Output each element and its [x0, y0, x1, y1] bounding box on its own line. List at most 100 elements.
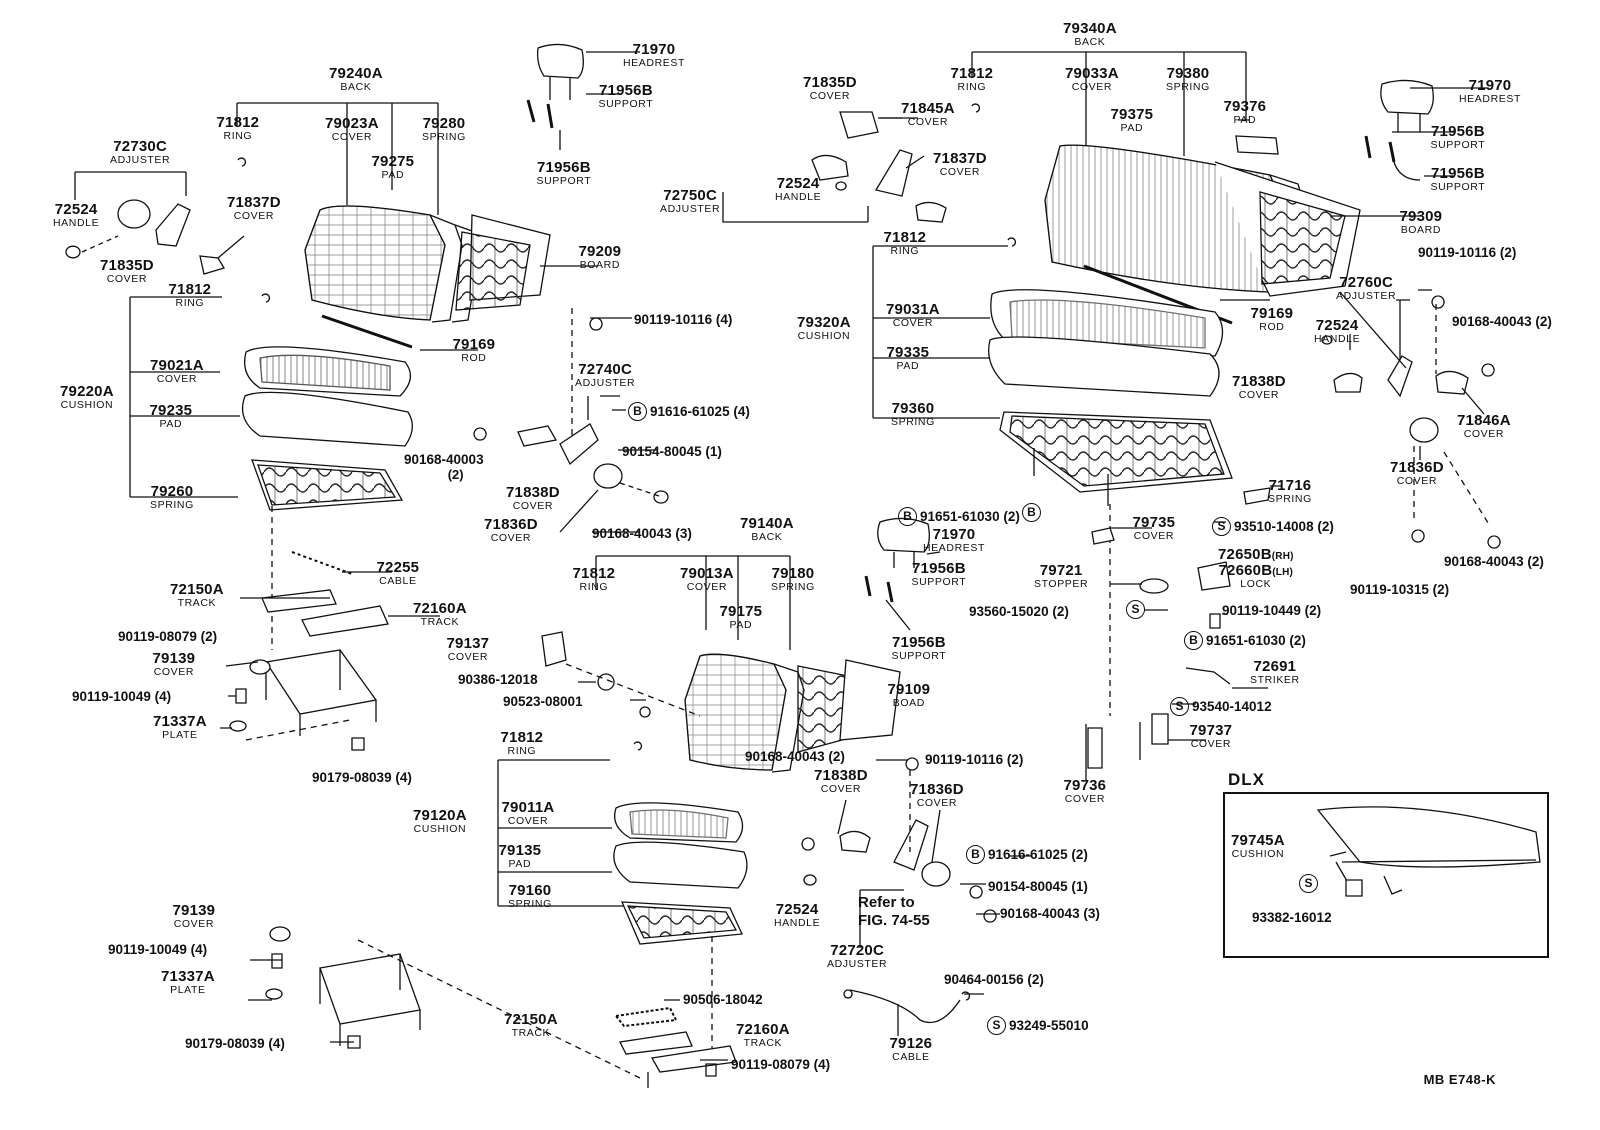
part-name: COVER	[173, 918, 215, 930]
part-number: 79011A	[501, 799, 555, 816]
part-name: ADJUSTER	[660, 203, 721, 215]
fastener-number: 90154-80045 (1)	[988, 879, 1088, 895]
part-number: 79736	[1063, 777, 1107, 794]
part-name: SPRING	[1166, 81, 1210, 93]
part-name: RING	[890, 245, 920, 257]
part-number: 71837D	[227, 194, 281, 211]
part-number: 79745A	[1231, 832, 1285, 849]
part-name: SUPPORT	[536, 175, 592, 187]
fastener-number: 90119-08079 (2)	[118, 629, 218, 645]
part-name: SUPPORT	[911, 576, 967, 588]
part-name: HANDLE	[775, 191, 822, 203]
fastener-number: 90168-40043 (3)	[592, 526, 692, 542]
part-number: 79240A	[329, 65, 383, 82]
part-number: 71956B	[599, 82, 653, 99]
part-name: COVER	[512, 500, 554, 512]
part-number: 71838D	[814, 767, 868, 784]
part-name: PLATE	[162, 729, 198, 741]
fastener-number: 90119-10116 (2)	[925, 752, 1024, 768]
part-name: SPRING	[771, 581, 815, 593]
part-name: COVER	[809, 90, 851, 102]
part-number: 71846A	[1457, 412, 1511, 429]
part-name: RING	[223, 130, 253, 142]
marker-s-icon: S	[1126, 600, 1145, 619]
part-name: ADJUSTER	[110, 154, 171, 166]
fastener-number: 91616-61025 (4)	[650, 403, 750, 419]
part-name: RING	[507, 745, 537, 757]
part-number: 79220A	[60, 383, 114, 400]
fastener-label-90168-40043-a: 90168-40043 (3)	[592, 526, 692, 542]
fastener-number: 90119-10116 (2)	[1418, 245, 1517, 261]
fastener-number: 93560-15020 (2)	[969, 604, 1069, 620]
part-number: 72150A	[170, 581, 224, 598]
fastener-number: 90168-40043 (2)	[1444, 554, 1544, 570]
part-name: BOAD	[892, 697, 925, 709]
drawing-code: MB E748-K	[1423, 1072, 1496, 1087]
fastener-label-93560-15020: 93560-15020 (2)	[969, 604, 1069, 620]
fastener-number: 90523-08001	[503, 694, 583, 710]
part-number: 79139	[172, 902, 216, 919]
part-name: RING	[175, 297, 205, 309]
part-name: ADJUSTER	[575, 377, 636, 389]
part-name: PAD	[508, 858, 532, 870]
part-number: 79376	[1223, 98, 1267, 115]
part-name: LOCK	[1240, 578, 1272, 590]
part-number: 72740C	[578, 361, 632, 378]
part-number: 72650B(RH)	[1218, 546, 1294, 563]
fastener-number: 90506-18042	[683, 992, 763, 1008]
part-name: COVER	[106, 273, 148, 285]
part-number: 79275	[371, 153, 415, 170]
part-name: SPRING	[508, 898, 552, 910]
part-name: COVER	[233, 210, 275, 222]
marker-s-icon: S	[1212, 517, 1231, 536]
part-name: BOARD	[579, 259, 621, 271]
part-name: COVER	[686, 581, 728, 593]
fastener-label-90119-10449: 90119-10449 (2)	[1222, 603, 1321, 619]
fastener-label-93382-16012: 93382-16012	[1252, 910, 1332, 926]
fastener-label-90154-80045-b: 90154-80045 (1)	[988, 879, 1088, 895]
fastener-number: 90119-10449 (2)	[1222, 603, 1322, 619]
part-name: HANDLE	[53, 217, 100, 229]
part-number: 71337A	[161, 968, 215, 985]
part-name: COVER	[820, 783, 862, 795]
fastener-number: 90119-10049 (4)	[108, 942, 208, 958]
part-name: COVER	[331, 131, 373, 143]
part-name: TRACK	[420, 616, 460, 628]
fastener-number: 90168-40043 (2)	[1452, 314, 1552, 330]
part-number: 71970	[632, 41, 676, 58]
part-name: COVER	[907, 116, 949, 128]
part-name: COVER	[156, 373, 198, 385]
part-number: 71812	[572, 565, 616, 582]
fastener-label-90119-10315: 90119-10315 (2)	[1350, 582, 1449, 598]
part-number: 71812	[216, 114, 260, 131]
part-number: 79120A	[413, 807, 467, 824]
fastener-label-90168-40043-d: 90168-40043 (2)	[1452, 314, 1552, 330]
part-number: 72150A	[504, 1011, 558, 1028]
fastener-qty: (2)	[447, 467, 464, 482]
